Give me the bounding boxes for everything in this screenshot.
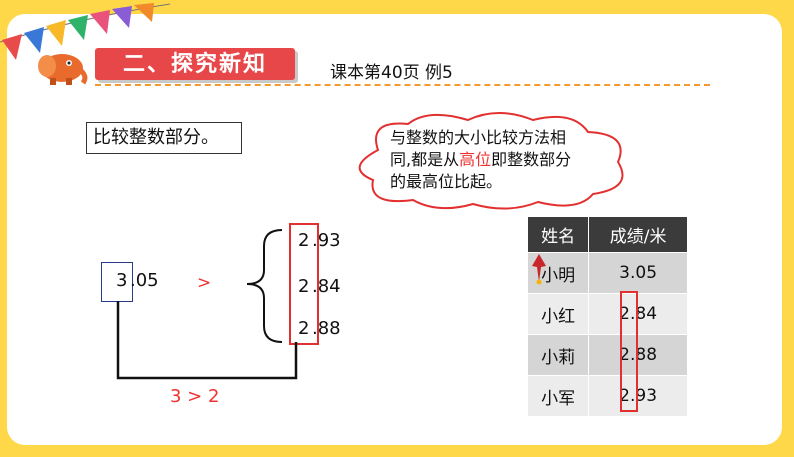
left-integer: 3 xyxy=(116,270,128,291)
greater-than-sign: > xyxy=(197,273,212,293)
left-decimal: .05 xyxy=(130,270,159,291)
table-integer-highlight xyxy=(620,291,638,412)
thought-cloud-icon xyxy=(358,112,624,210)
cloud-line-2-pre: 同,都是从 xyxy=(390,150,460,169)
cell-score: 2.93 xyxy=(588,375,688,417)
curly-brace xyxy=(246,229,283,343)
table-row: 小莉 2.88 xyxy=(526,334,688,376)
header-score: 成绩/米 xyxy=(588,216,688,253)
highlight-text: 高位 xyxy=(459,150,492,169)
task-label: 比较整数部分。 xyxy=(86,122,242,154)
pushpin-icon xyxy=(532,254,546,285)
cell-score: 2.88 xyxy=(588,334,688,376)
connector-line xyxy=(116,301,298,380)
cell-name: 小莉 xyxy=(526,334,590,376)
right-integer-3: 2 xyxy=(298,318,310,339)
right-decimal-3: .88 xyxy=(312,318,341,339)
dashed-divider xyxy=(95,84,710,86)
right-integer-2: 2 xyxy=(298,276,310,297)
bunting-decoration xyxy=(0,3,171,60)
right-decimal-2: .84 xyxy=(312,276,341,297)
cell-name: 小红 xyxy=(526,293,590,335)
header-name: 姓名 xyxy=(526,216,590,253)
right-integer-highlight xyxy=(289,223,319,345)
table-row: 小明 3.05 xyxy=(526,252,688,294)
section-banner: 二、探究新知 xyxy=(95,48,295,80)
cell-score: 2.84 xyxy=(588,293,688,335)
cloud-line-2-post: 即整数部分 xyxy=(491,150,572,169)
cloud-line-2: 同,都是从高位即整数部分 xyxy=(390,149,620,171)
right-decimal-1: .93 xyxy=(312,230,341,251)
table-row: 小军 2.93 xyxy=(526,375,688,417)
section-title: 二、探究新知 xyxy=(122,51,267,77)
right-integer-1: 2 xyxy=(298,230,310,251)
textbook-reference: 课本第40页 例5 xyxy=(330,63,453,83)
cloud-explanation: 与整数的大小比较方法相 同,都是从高位即整数部分 的最高位比起。 xyxy=(390,127,620,193)
elephant-mascot-icon xyxy=(38,54,88,85)
cloud-line-1: 与整数的大小比较方法相 xyxy=(390,128,567,147)
table-header-row: 姓名 成绩/米 xyxy=(526,216,688,253)
cloud-line-3: 的最高位比起。 xyxy=(390,172,503,191)
cell-name: 小军 xyxy=(526,375,590,417)
score-table: 姓名 成绩/米 小明 3.05 小红 2.84 小莉 2.88 小军 2.93 xyxy=(526,216,688,417)
comparison-result: 3 > 2 xyxy=(170,386,220,407)
table-row: 小红 2.84 xyxy=(526,293,688,335)
cell-score: 3.05 xyxy=(588,252,688,294)
